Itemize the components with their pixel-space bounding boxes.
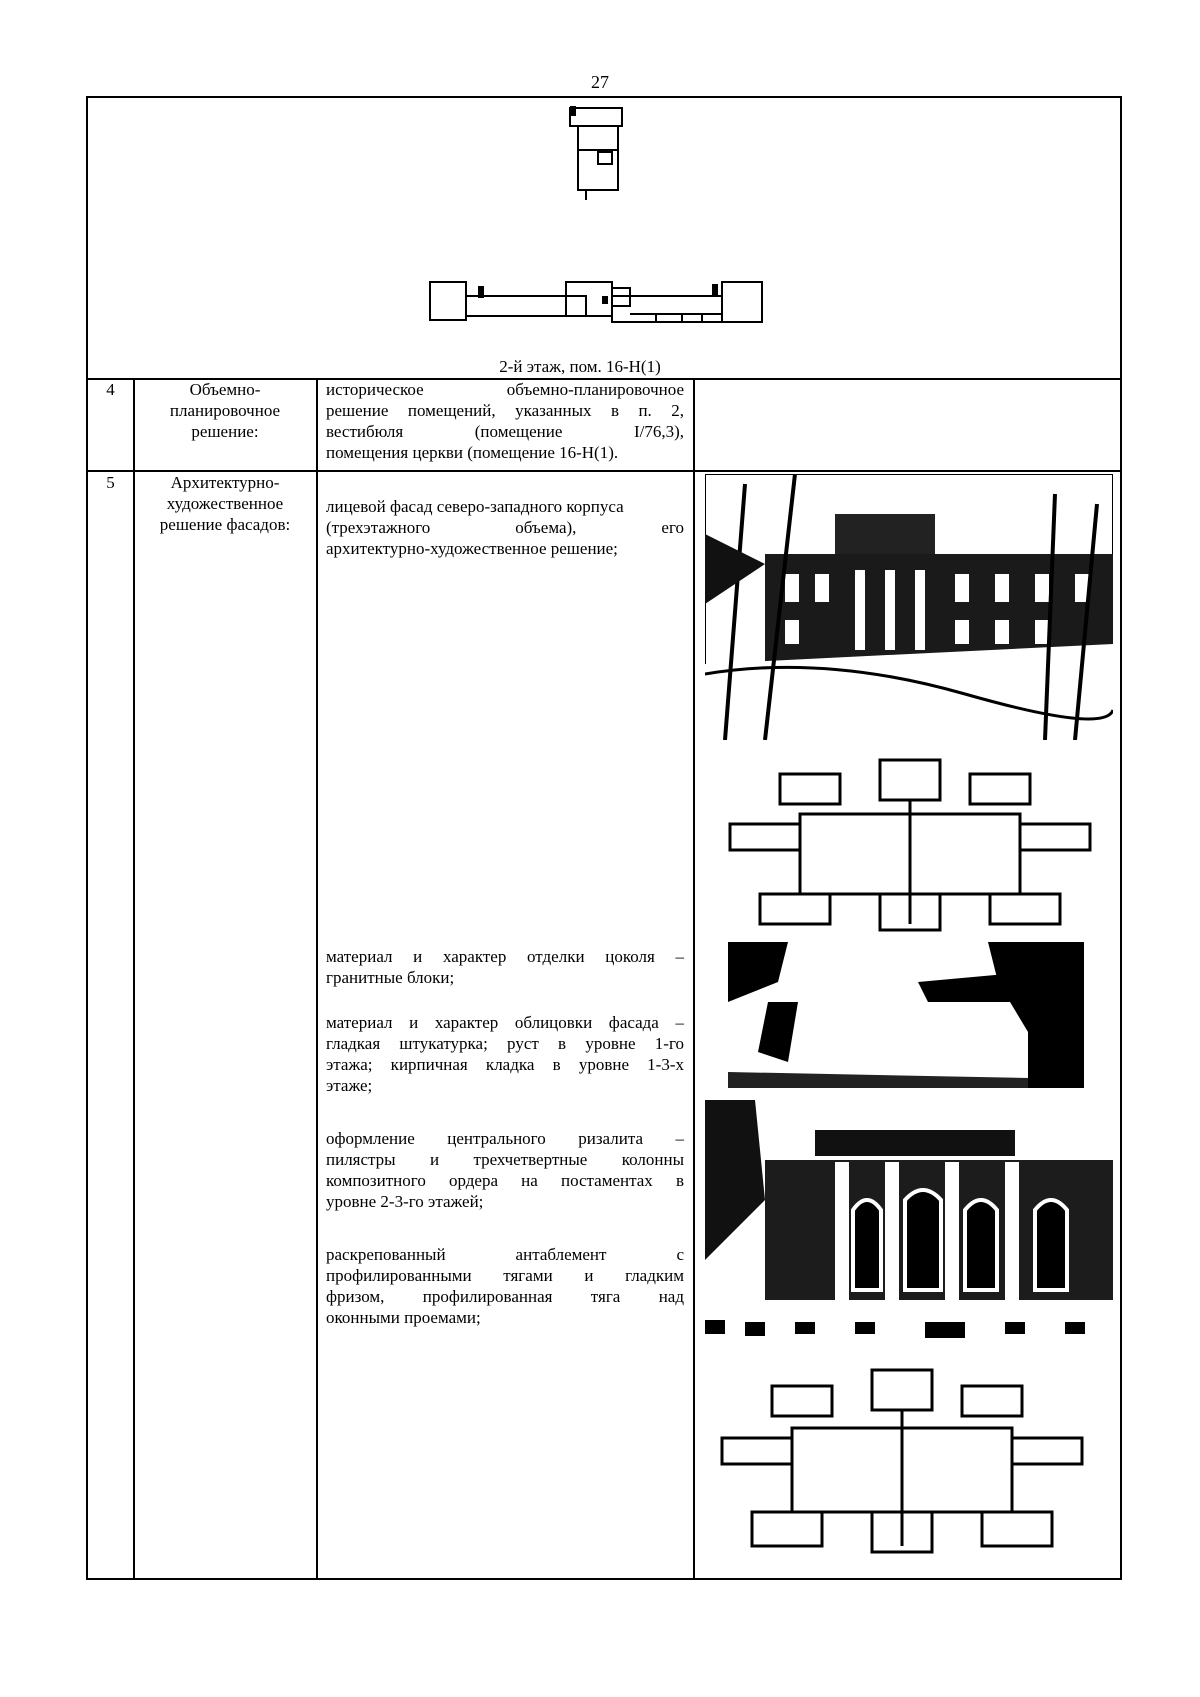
paragraph-line: уровне 2-3-го этажей; — [326, 1192, 484, 1211]
row-name: Объемно- планировочное решение: — [135, 379, 315, 442]
table-frame — [86, 96, 1122, 1580]
description-line: решение помещений, указанных в п. 2, — [326, 401, 684, 420]
paragraph-line: (трехэтажного объема), его — [326, 518, 684, 537]
description-line: помещения церкви (помещение 16-Н(1). — [326, 443, 619, 462]
paragraph-line: архитектурно-художественное решение; — [326, 539, 618, 558]
paragraph-line: этаже; — [326, 1076, 373, 1095]
paragraph-plinth: материал и характер отделки цоколя – гра… — [326, 946, 684, 988]
floor-plan-drawing — [429, 106, 763, 323]
paragraph-facade: лицевой фасад северо-западного корпуса (… — [326, 496, 684, 559]
paragraph-line: гладкая штукатурка; руст в уровне 1-го — [326, 1034, 684, 1053]
central-risalit-photo — [705, 1100, 1113, 1350]
paragraph-line: лицевой фасад северо-западного корпуса — [326, 497, 624, 516]
paragraph-line: этажа; кирпичная кладка в уровне 1-3-х — [326, 1055, 684, 1074]
description-line: историческое объемно-планировочное — [326, 380, 684, 399]
building-facade-photo — [705, 474, 1113, 740]
paragraph-cladding: материал и характер облицовки фасада – г… — [326, 1012, 684, 1096]
row-number: 5 — [106, 473, 115, 492]
column-divider — [316, 378, 318, 1580]
row-number: 4 — [106, 380, 115, 399]
paragraph-line: материал и характер облицовки фасада – — [326, 1013, 684, 1032]
row-name: Архитектурно- художественное решение фас… — [135, 472, 315, 535]
site-plan-drawing — [728, 758, 1092, 932]
paragraph-risalit: оформление центрального ризалита – пиляс… — [326, 1128, 684, 1212]
column-divider — [693, 378, 695, 1580]
row-name-line: Архитектурно- — [170, 473, 280, 492]
row-name-line: планировочное — [169, 401, 281, 420]
row-name-line: решение фасадов: — [159, 515, 291, 534]
row-name-line: Объемно- — [189, 380, 261, 399]
plan-caption: 2-й этаж, пом. 16-Н(1) — [499, 357, 661, 376]
paragraph-line: фризом, профилированная тяга над — [326, 1287, 684, 1306]
paragraph-line: композитного ордера на постаментах в — [326, 1171, 684, 1190]
row-description: историческое объемно-планировочное решен… — [326, 379, 684, 463]
paragraph-line: раскрепованный антаблемент с — [326, 1245, 684, 1264]
row-divider — [86, 470, 1122, 472]
granite-plinth-photo — [728, 942, 1084, 1088]
row-name-line: решение: — [191, 422, 259, 441]
paragraph-line: материал и характер отделки цоколя – — [326, 947, 684, 966]
column-divider — [133, 378, 135, 1580]
paragraph-line: оконными проемами; — [326, 1308, 481, 1327]
site-plan-drawing — [720, 1368, 1084, 1554]
paragraph-line: пилястры и трехчетвертные колонны — [326, 1150, 684, 1169]
description-line: вестибюля (помещение I/76,3), — [326, 422, 684, 441]
row-divider — [86, 378, 1122, 380]
paragraph-line: профилированными тягами и гладким — [326, 1266, 684, 1285]
paragraph-line: гранитные блоки; — [326, 968, 455, 987]
row-name-line: художественное — [166, 494, 284, 513]
page-number: 27 — [591, 72, 609, 92]
paragraph-line: оформление центрального ризалита – — [326, 1129, 684, 1148]
paragraph-entablature: раскрепованный антаблемент с профилирова… — [326, 1244, 684, 1328]
